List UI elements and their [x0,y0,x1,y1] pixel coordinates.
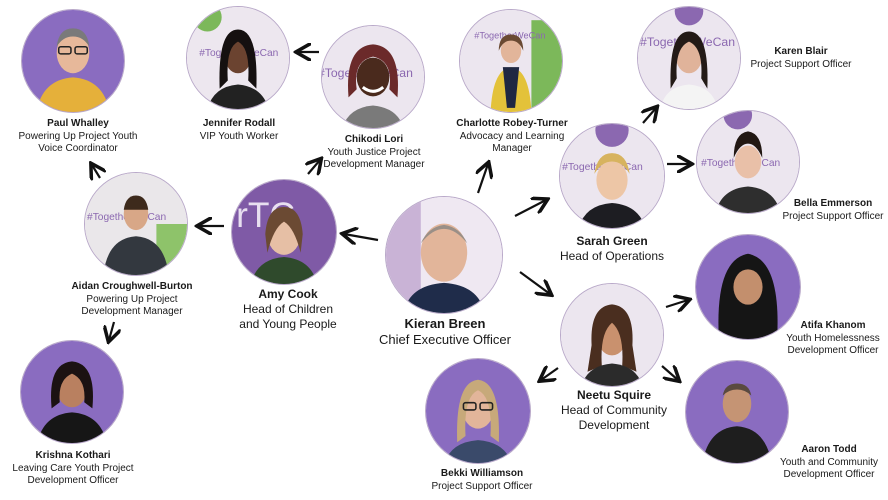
sarah-green-label: Sarah Green Head of Operations [540,234,684,264]
aaron-avatar-icon [686,361,788,463]
sarah-avatar-icon: #TogetherWeCan [560,124,664,228]
aidan-name: Aidan Croughwell-Burton [71,281,193,292]
charlotte-label: Charlotte Robey-Turner Advocacy and Lear… [430,118,594,156]
jennifer-rodall-label: Jennifer Rodall VIP Youth Worker [180,118,298,143]
neetu-role-line2: Development [578,418,650,432]
paul-name: Paul Whalley [47,118,109,129]
charlotte-name: Charlotte Robey-Turner [456,118,568,129]
kieran-name: Kieran Breen [404,316,486,331]
amy-cook-photo: rTC [231,179,337,285]
aidan-role-line1: Powering Up Project [86,293,178,305]
aaron-role-line2: Development Officer [783,469,875,480]
krishna-role-line2: Development Officer [27,475,119,486]
jennifer-name: Jennifer Rodall [202,118,276,129]
jennifer-rodall-photo: #TogetherWeCan [186,6,290,110]
sarah-role: Head of Operations [559,249,665,263]
arrow-neetu-to-aaron [661,366,678,380]
aaron-todd-label: Aaron Todd Youth and Community Developme… [770,444,888,482]
paul-avatar-icon [22,10,124,112]
paul-whalley-label: Paul Whalley Powering Up Project Youth V… [0,118,156,156]
karen-name: Karen Blair [774,46,828,57]
kieran-role: Chief Executive Officer [379,332,511,348]
aidan-label: Aidan Croughwell-Burton Powering Up Proj… [44,281,220,319]
paul-role-line1: Powering Up Project Youth [18,130,138,142]
arrow-kieran-to-charlotte [478,164,488,194]
sarah-name: Sarah Green [576,234,648,248]
neetu-role-line1: Head of Community [560,403,668,417]
arrow-aidan-to-krishna [109,321,114,340]
neetu-avatar-icon [561,284,663,386]
amy-name: Amy Cook [258,287,318,301]
karen-blair-label: Karen Blair Project Support Officer [744,46,858,71]
karen-role: Project Support Officer [750,58,852,70]
krishna-kothari-label: Krishna Kothari Leaving Care Youth Proje… [0,450,146,488]
bella-emmerson-label: Bella Emmerson Project Support Officer [778,198,888,223]
bekki-avatar-icon [426,359,530,463]
chikodi-avatar-icon: #TogetherWeCan [322,26,424,128]
charlotte-role-line2: Manager [492,143,532,154]
krishna-role-line1: Leaving Care Youth Project [12,462,134,474]
aidan-avatar-icon: #TogetherWeCan [85,173,187,275]
paul-role-line2: Voice Coordinator [38,143,118,154]
arrow-neetu-to-bekki [541,368,559,380]
paul-whalley-photo [21,9,125,113]
karen-avatar-icon: #TogetherWeCan [638,7,740,109]
neetu-squire-photo [560,283,664,387]
arrow-aidan-to-paul [92,165,100,178]
jennifer-role: VIP Youth Worker [199,130,279,142]
atifa-khanom-label: Atifa Khanom Youth Homelessness Developm… [778,320,888,358]
arrow-sarah-to-karen [643,108,656,123]
chikodi-lori-photo: #TogetherWeCan [321,25,425,129]
kieran-avatar-icon [386,197,502,313]
arrow-kieran-to-neetu [519,271,550,294]
charlotte-role-line1: Advocacy and Learning [459,130,565,142]
arrow-kieran-to-amy [344,234,379,240]
arrow-kieran-to-sarah [514,200,546,217]
neetu-name: Neetu Squire [576,388,651,402]
kieran-breen-label: Kieran Breen Chief Executive Officer [360,316,530,349]
neetu-squire-label: Neetu Squire Head of Community Developme… [536,388,692,433]
chikodi-name: Chikodi Lori [344,134,404,145]
aidan-role-line2: Development Manager [81,306,183,317]
aaron-name: Aaron Todd [801,444,857,455]
charlotte-avatar-icon: #TogetherWeCan [460,10,562,112]
krishna-kothari-photo [20,340,124,444]
amy-cook-label: Amy Cook Head of Children and Young Peop… [214,287,362,332]
aaron-role-line1: Youth and Community [779,456,879,468]
charlotte-photo: #TogetherWeCan [459,9,563,113]
kieran-breen-photo [385,196,503,314]
krishna-name: Krishna Kothari [35,450,111,461]
krishna-avatar-icon [21,341,123,443]
jennifer-avatar-icon: #TogetherWeCan [187,7,289,109]
aaron-todd-photo [685,360,789,464]
arrow-neetu-to-atifa [665,300,688,307]
bella-role: Project Support Officer [782,210,884,222]
amy-role-line2: and Young People [239,317,337,331]
arrow-amy-to-chikodi [308,160,320,174]
atifa-name: Atifa Khanom [800,320,866,331]
chikodi-role-line2: Development Manager [323,159,425,170]
bekki-role: Project Support Officer [431,480,533,492]
amy-role-line1: Head of Children [242,302,334,316]
bekki-williamson-label: Bekki Williamson Project Support Officer [420,468,544,493]
atifa-role-line1: Youth Homelessness [786,332,880,344]
chikodi-lori-label: Chikodi Lori Youth Justice Project Devel… [316,134,432,172]
atifa-khanom-photo [695,234,801,340]
karen-blair-photo: #TogetherWeCan [637,6,741,110]
atifa-role-line2: Development Officer [787,345,879,356]
bekki-williamson-photo [425,358,531,464]
bekki-name: Bekki Williamson [440,468,524,479]
atifa-avatar-icon [696,235,800,339]
sarah-green-photo: #TogetherWeCan [559,123,665,229]
bella-avatar-icon: #TogetherWeCan [697,111,799,213]
aidan-photo: #TogetherWeCan [84,172,188,276]
bella-name: Bella Emmerson [793,198,873,209]
chikodi-role-line1: Youth Justice Project [327,146,421,158]
amy-avatar-icon: rTC [232,180,336,284]
bella-emmerson-photo: #TogetherWeCan [696,110,800,214]
